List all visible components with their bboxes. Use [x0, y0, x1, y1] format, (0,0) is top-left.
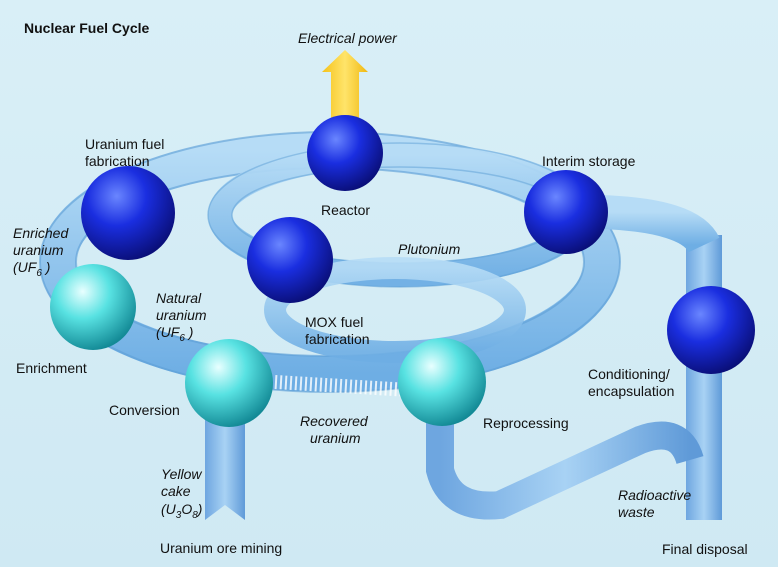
conditioning-sphere [667, 286, 755, 374]
enriched-uranium-label-3: (UF6 ) [13, 259, 51, 279]
conversion-label: Conversion [109, 402, 180, 418]
final-disposal-column [686, 235, 722, 520]
radioactive-waste-label-2: waste [618, 504, 655, 520]
reprocessing-sphere [398, 338, 486, 426]
recovered-uranium-label-2: uranium [310, 430, 361, 446]
yellow-cake-label-3: (U3O8) [161, 501, 203, 521]
uranium-fuel-fabrication-label-1: Uranium fuel [85, 136, 165, 152]
electrical-power-arrow [322, 50, 368, 118]
enrichment-sphere [50, 264, 136, 350]
enriched-uranium-label-2: uranium [13, 242, 64, 258]
conversion-sphere [185, 339, 273, 427]
ore-mining-inlet [205, 420, 245, 520]
electrical-power-label: Electrical power [298, 30, 397, 46]
diagram-title: Nuclear Fuel Cycle [24, 20, 150, 36]
uranium-ore-mining-label: Uranium ore mining [160, 540, 283, 556]
radioactive-waste-label-1: Radioactive [618, 487, 692, 503]
conditioning-label-1: Conditioning/ [588, 366, 670, 382]
natural-uranium-label-1: Natural [156, 290, 202, 306]
conditioning-label-2: encapsulation [588, 383, 675, 399]
mox-fuel-fabrication-sphere [247, 217, 333, 303]
reprocessing-label: Reprocessing [483, 415, 569, 431]
radioactive-waste-ribbon [426, 395, 704, 520]
interim-storage-sphere [524, 170, 608, 254]
enrichment-label: Enrichment [16, 360, 87, 376]
mox-fuel-fabrication-label-1: MOX fuel [305, 314, 364, 330]
mox-fuel-fabrication-label-2: fabrication [305, 331, 370, 347]
final-disposal-label: Final disposal [662, 541, 748, 557]
reactor-label: Reactor [321, 202, 371, 218]
interim-storage-label: Interim storage [542, 153, 636, 169]
yellow-cake-label-2: cake [161, 483, 191, 499]
plutonium-label: Plutonium [398, 241, 461, 257]
uranium-fuel-fabrication-sphere [81, 166, 175, 260]
recovered-uranium-label-1: Recovered [300, 413, 368, 429]
natural-uranium-label-2: uranium [156, 307, 207, 323]
natural-uranium-label-3: (UF6 ) [156, 324, 194, 344]
reactor-sphere [307, 115, 383, 191]
yellow-cake-label-1: Yellow [161, 466, 202, 482]
uranium-fuel-fabrication-label-2: fabrication [85, 153, 150, 169]
enriched-uranium-label-1: Enriched [13, 225, 69, 241]
